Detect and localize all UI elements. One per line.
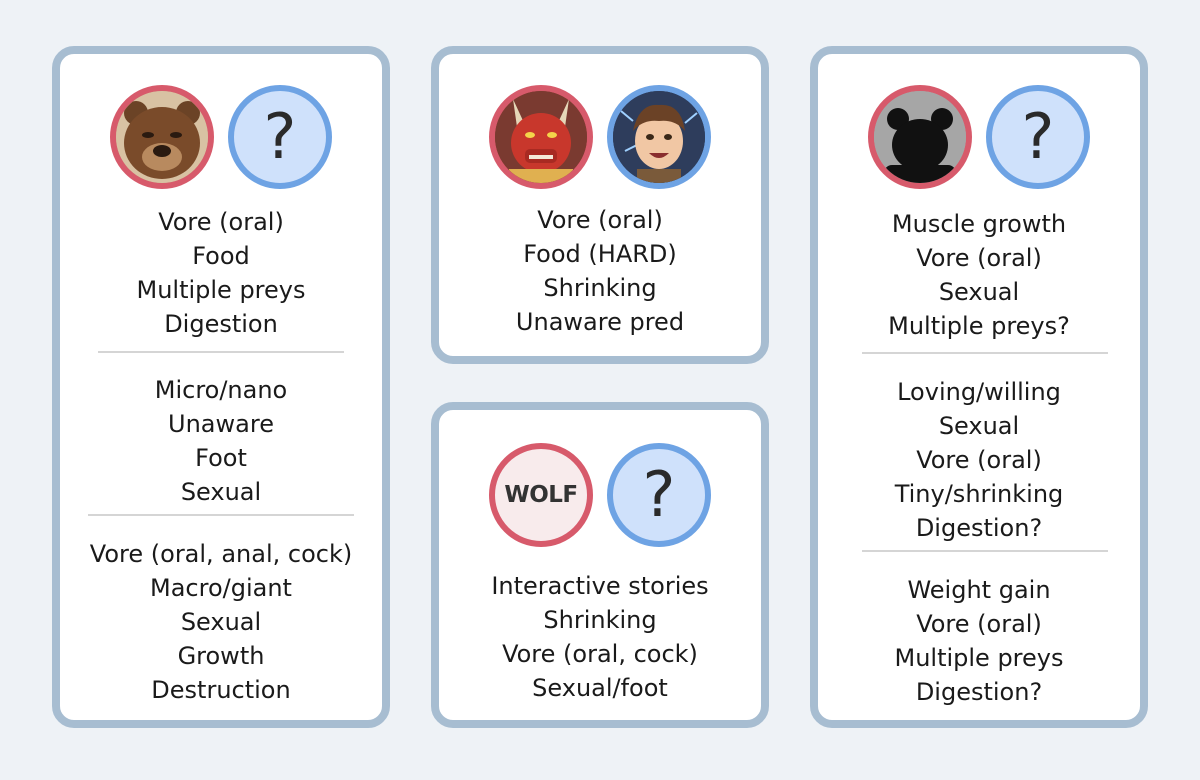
bear-icon (116, 91, 208, 183)
divider (862, 352, 1108, 354)
card-4-group-3: Weight gain Vore (oral) Multiple preys D… (818, 573, 1140, 709)
question-mark-icon: ? (1021, 100, 1055, 173)
tag-item: Shrinking (543, 606, 657, 634)
tag-item: Tiny/shrinking (894, 480, 1064, 508)
divider (98, 351, 344, 353)
tag-item: Micro/nano (154, 376, 288, 404)
tag-item: Vore (oral) (916, 446, 1042, 474)
bear-silhouette-icon (874, 91, 966, 183)
card-2-prey-avatar (607, 85, 711, 189)
tag-item: Multiple preys (136, 276, 306, 304)
divider (88, 514, 354, 516)
tag-item: Vore (oral, anal, cock) (89, 540, 353, 568)
card-1-pred-avatar (110, 85, 214, 189)
card-4-pred-avatar (868, 85, 972, 189)
card-1-group-1: Vore (oral) Food Multiple preys Digestio… (60, 205, 382, 341)
card-3-prey-avatar: ? (607, 443, 711, 547)
card-4-prey-avatar: ? (986, 85, 1090, 189)
card-2-avatars (439, 85, 761, 189)
tag-item: Muscle growth (891, 210, 1067, 238)
tag-item: Vore (oral) (158, 208, 284, 236)
card-3: WOLF ? Interactive stories Shrinking Vor… (431, 402, 769, 728)
tag-item: Multiple preys? (888, 312, 1070, 340)
tag-item: Macro/giant (150, 574, 292, 602)
card-4-avatars: ? (818, 85, 1140, 189)
card-2-group-1: Vore (oral) Food (HARD) Shrinking Unawar… (439, 203, 761, 339)
tag-item: Digestion? (915, 514, 1043, 542)
tag-item: Multiple preys (894, 644, 1064, 672)
card-2: Vore (oral) Food (HARD) Shrinking Unawar… (431, 46, 769, 364)
tag-item: Interactive stories (491, 572, 709, 600)
card-4: ? Muscle growth Vore (oral) Sexual Multi… (810, 46, 1148, 728)
tag-item: Destruction (151, 676, 291, 704)
tag-item: Food (HARD) (523, 240, 677, 268)
wolf-badge: WOLF (504, 482, 578, 508)
card-4-group-1: Muscle growth Vore (oral) Sexual Multipl… (818, 207, 1140, 343)
tag-item: Unaware (168, 410, 274, 438)
tag-item: Digestion? (915, 678, 1043, 706)
tag-item: Shrinking (543, 274, 657, 302)
tag-item: Sexual (938, 278, 1020, 306)
tag-item: Sexual (180, 608, 262, 636)
tag-item: Food (192, 242, 250, 270)
card-4-group-2: Loving/willing Sexual Vore (oral) Tiny/s… (818, 375, 1140, 545)
card-1-avatars: ? (60, 85, 382, 189)
card-1-prey-avatar: ? (228, 85, 332, 189)
tag-item: Weight gain (907, 576, 1051, 604)
tag-item: Vore (oral) (916, 244, 1042, 272)
tag-item: Sexual (180, 478, 262, 506)
card-1: ? Vore (oral) Food Multiple preys Digest… (52, 46, 390, 728)
tag-item: Foot (195, 444, 247, 472)
tag-item: Vore (oral) (916, 610, 1042, 638)
tag-item: Vore (oral) (537, 206, 663, 234)
question-mark-icon: ? (642, 458, 676, 531)
card-3-group-1: Interactive stories Shrinking Vore (oral… (439, 569, 761, 705)
divider (862, 550, 1108, 552)
card-1-group-2: Micro/nano Unaware Foot Sexual (60, 373, 382, 509)
question-mark-icon: ? (263, 100, 297, 173)
tag-item: Vore (oral, cock) (502, 640, 698, 668)
dragon-icon (495, 91, 587, 183)
card-1-group-3: Vore (oral, anal, cock) Macro/giant Sexu… (60, 537, 382, 707)
tag-item: Sexual/foot (532, 674, 668, 702)
tag-item: Loving/willing (897, 378, 1061, 406)
card-3-avatars: WOLF ? (439, 443, 761, 547)
tag-item: Unaware pred (515, 308, 685, 336)
tag-item: Digestion (164, 310, 278, 338)
card-3-pred-avatar: WOLF (489, 443, 593, 547)
human-icon (613, 91, 705, 183)
card-2-pred-avatar (489, 85, 593, 189)
tag-item: Growth (177, 642, 265, 670)
tag-item: Sexual (938, 412, 1020, 440)
